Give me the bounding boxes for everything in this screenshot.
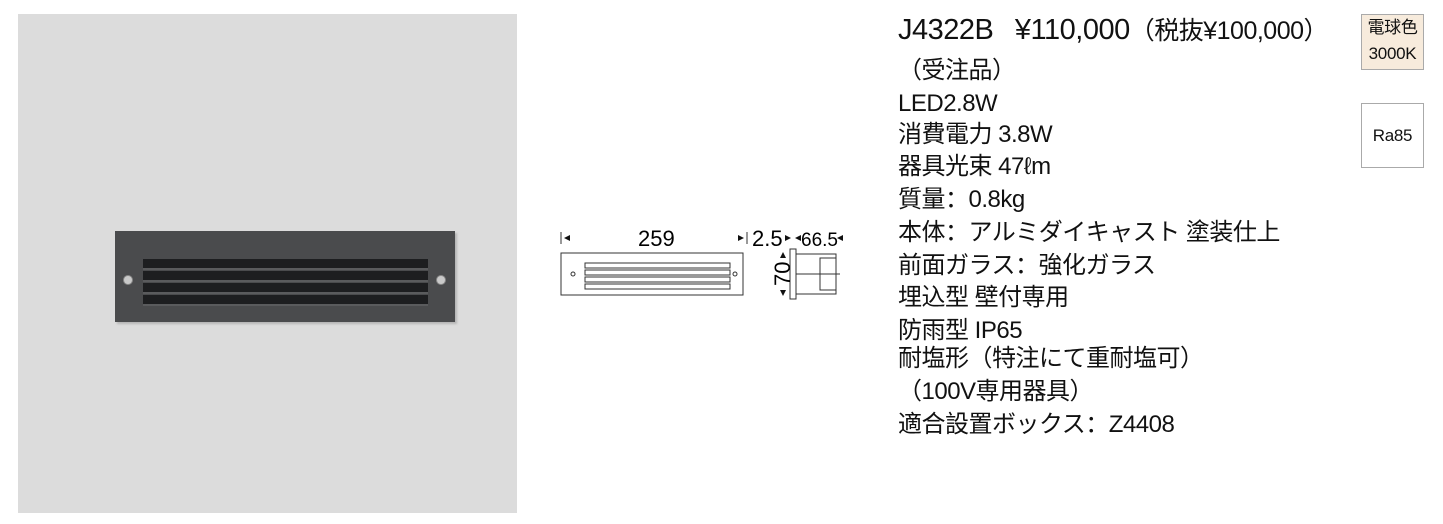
color-name: 電球色 <box>1367 18 1418 37</box>
louver-slot <box>143 271 428 282</box>
dimension-drawing: 259 2.5 66.5 70 <box>560 226 843 300</box>
spec-line: 器具光束 47ℓm <box>898 153 1051 180</box>
spec-line: 質量：0.8kg <box>898 186 1025 213</box>
louver-slot <box>143 295 428 306</box>
dim-height: 70 <box>770 262 795 286</box>
spec-line: （100V専用器具） <box>898 378 1094 405</box>
front-outline <box>560 252 744 296</box>
screw-icon <box>123 275 133 285</box>
color-temperature-badge: 電球色 3000K <box>1361 14 1424 70</box>
price: ¥110,000 <box>1014 14 1130 46</box>
spec-line: （受注品） <box>898 57 1016 84</box>
step-light-fixture <box>115 231 455 322</box>
ra-badge: Ra85 <box>1361 103 1424 168</box>
louver-slot <box>143 259 428 270</box>
model-number: J4322B <box>898 14 994 46</box>
spec-line: 耐塩形（特注にて重耐塩可） <box>898 345 1204 372</box>
dim-depth: 66.5 <box>801 230 838 251</box>
louver-slot <box>143 283 428 294</box>
dim-offset: 2.5 <box>752 226 783 251</box>
color-temp: 3000K <box>1368 44 1417 63</box>
model-price-line: J4322B ¥110,000（税抜¥100,000） <box>898 14 1329 46</box>
price-tax-excluded: （税抜¥100,000） <box>1129 17 1329 45</box>
spec-line: 防雨型 IP65 <box>898 317 1023 344</box>
spec-line: 消費電力 3.8W <box>898 121 1053 148</box>
spec-line: 本体：アルミダイキャスト 塗装仕上 <box>898 219 1280 246</box>
product-photo <box>18 14 517 513</box>
spec-line: 適合設置ボックス：Z4408 <box>898 411 1175 438</box>
screw-icon <box>436 275 446 285</box>
spec-line: 前面ガラス：強化ガラス <box>898 252 1156 279</box>
spec-line: 埋込型 壁付専用 <box>898 284 1069 311</box>
spec-line: LED2.8W <box>898 90 998 117</box>
dim-width: 259 <box>638 226 675 251</box>
